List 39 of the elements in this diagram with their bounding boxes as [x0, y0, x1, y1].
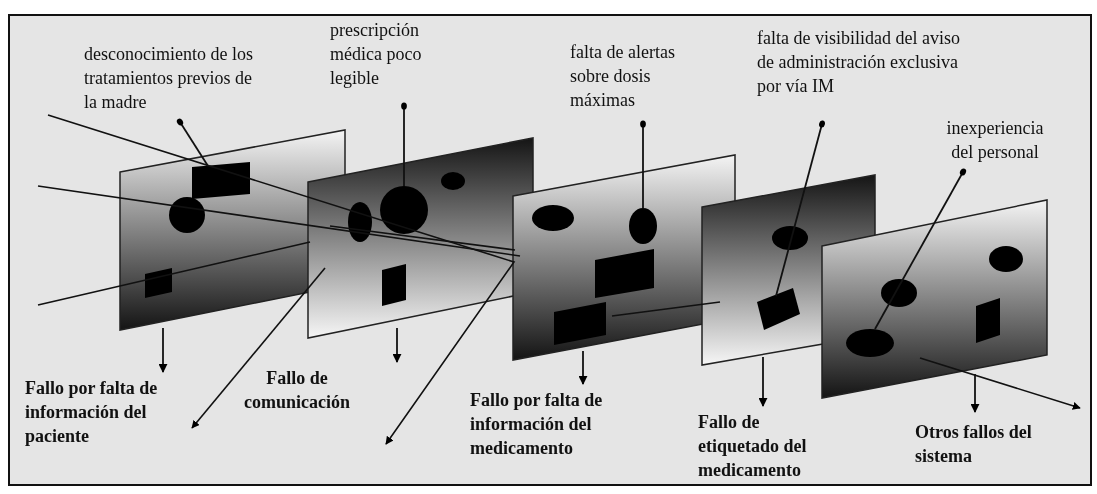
hole: [772, 226, 808, 250]
failure-label: Fallo por falta de información del paciente: [25, 376, 165, 448]
hole: [382, 264, 406, 306]
hole: [881, 279, 917, 307]
hole: [989, 246, 1023, 272]
failure-label: Otros fallos del sistema: [915, 420, 1035, 468]
failure-label: Fallo por falta de información del medicamento: [470, 388, 655, 460]
callout-text: desconocimiento de los tratamientos previos de la madre: [84, 42, 269, 114]
hole: [629, 208, 657, 244]
leader-line: [401, 102, 407, 187]
leader-line: [640, 120, 646, 209]
hole: [757, 288, 800, 330]
slice-plane: [821, 199, 1048, 399]
callout-text: falta de alertas sobre dosis máximas: [570, 40, 695, 112]
slice-plane: [307, 137, 534, 339]
callout-text: prescripción médica poco legible: [330, 18, 435, 90]
leader-line: [874, 168, 967, 330]
arrow: [970, 373, 980, 413]
failure-label: Fallo de comunicación: [232, 366, 362, 414]
hole: [348, 202, 372, 242]
hole: [145, 268, 172, 298]
hole: [846, 329, 894, 357]
arrow: [758, 356, 768, 407]
leader-line: [775, 120, 825, 297]
hole: [169, 197, 205, 233]
hole: [192, 162, 250, 199]
arrow: [158, 327, 168, 373]
callout-text: falta de visibilidad del aviso de administración exclusiva por vía IM: [757, 26, 972, 98]
hole: [380, 186, 428, 234]
failure-label: Fallo de etiquetado del medicamento: [698, 410, 833, 482]
hole: [554, 302, 606, 345]
arrow: [578, 350, 588, 385]
callout-text: inexperiencia del personal: [935, 116, 1055, 164]
hole: [532, 205, 574, 231]
hole: [976, 298, 1000, 343]
hole: [595, 249, 654, 298]
arrow: [392, 327, 402, 363]
hole: [441, 172, 465, 190]
leader-line: [176, 118, 209, 167]
